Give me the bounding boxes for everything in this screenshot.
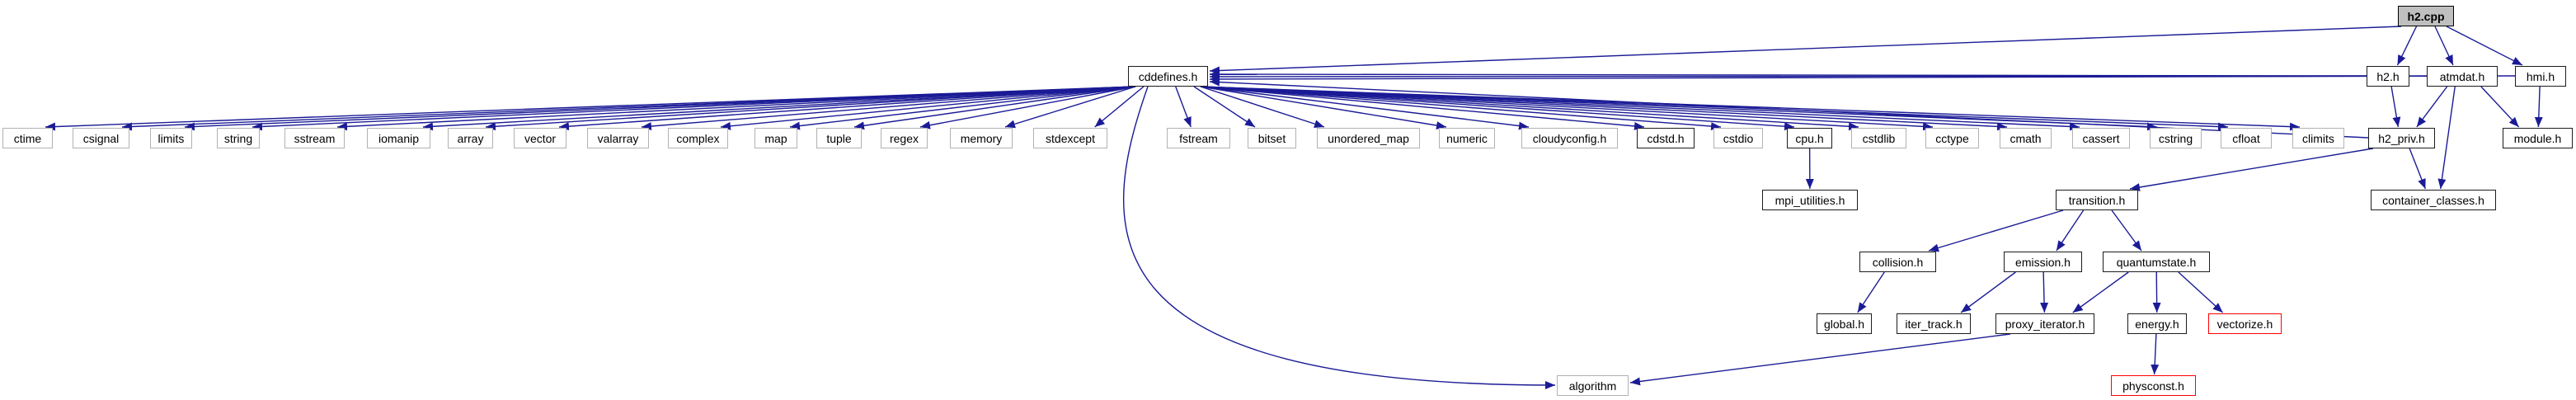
node-cdstd-h[interactable]: cdstd.h bbox=[1637, 128, 1695, 148]
node-emission-h[interactable]: emission.h bbox=[2004, 252, 2082, 272]
node-module-h[interactable]: module.h bbox=[2503, 128, 2573, 148]
node-cfloat[interactable]: cfloat bbox=[2221, 128, 2272, 148]
node-regex[interactable]: regex bbox=[881, 128, 928, 148]
node-csignal[interactable]: csignal bbox=[73, 128, 129, 148]
node-vector[interactable]: vector bbox=[514, 128, 566, 148]
node-sstream[interactable]: sstream bbox=[284, 128, 345, 148]
node-string[interactable]: string bbox=[217, 128, 260, 148]
node-mpi-utilities-h[interactable]: mpi_utilities.h bbox=[1762, 190, 1858, 210]
node-fstream[interactable]: fstream bbox=[1167, 128, 1230, 148]
node-cctype[interactable]: cctype bbox=[1925, 128, 1979, 148]
node-transition-h[interactable]: transition.h bbox=[2056, 190, 2138, 210]
node-numeric[interactable]: numeric bbox=[1439, 128, 1495, 148]
node-iter-track-h[interactable]: iter_track.h bbox=[1897, 313, 1971, 334]
node-global-h[interactable]: global.h bbox=[1817, 313, 1872, 334]
node-unordered-map[interactable]: unordered_map bbox=[1317, 128, 1420, 148]
node-bitset[interactable]: bitset bbox=[1248, 128, 1296, 148]
node-cstdlib[interactable]: cstdlib bbox=[1851, 128, 1906, 148]
node-array[interactable]: array bbox=[448, 128, 493, 148]
node-h2-priv-h[interactable]: h2_priv.h bbox=[2368, 128, 2435, 148]
node-cassert[interactable]: cassert bbox=[2072, 128, 2130, 148]
node-cloudyconfig-h[interactable]: cloudyconfig.h bbox=[1521, 128, 1618, 148]
node-physconst-h[interactable]: physconst.h bbox=[2111, 375, 2196, 396]
node-map[interactable]: map bbox=[754, 128, 797, 148]
node-collision-h[interactable]: collision.h bbox=[1859, 252, 1936, 272]
node-hmi-h[interactable]: hmi.h bbox=[2515, 66, 2566, 87]
node-algorithm[interactable]: algorithm bbox=[1557, 375, 1629, 396]
node-energy-h[interactable]: energy.h bbox=[2127, 313, 2187, 334]
node-ctime[interactable]: ctime bbox=[2, 128, 53, 148]
node-climits[interactable]: climits bbox=[2292, 128, 2344, 148]
node-cmath[interactable]: cmath bbox=[2000, 128, 2052, 148]
node-quantumstate-h[interactable]: quantumstate.h bbox=[2103, 252, 2210, 272]
node-proxy-iterator-h[interactable]: proxy_iterator.h bbox=[1995, 313, 2094, 334]
node-h2-h[interactable]: h2.h bbox=[2367, 66, 2409, 87]
node-valarray[interactable]: valarray bbox=[587, 128, 649, 148]
node-tuple[interactable]: tuple bbox=[816, 128, 862, 148]
node-limits[interactable]: limits bbox=[150, 128, 192, 148]
node-memory[interactable]: memory bbox=[950, 128, 1013, 148]
node-stdexcept[interactable]: stdexcept bbox=[1033, 128, 1107, 148]
node-iomanip[interactable]: iomanip bbox=[367, 128, 430, 148]
node-container-classes-h[interactable]: container_classes.h bbox=[2371, 190, 2496, 210]
node-cddefines-h[interactable]: cddefines.h bbox=[1128, 66, 1208, 87]
node-h2-cpp[interactable]: h2.cpp bbox=[2398, 6, 2454, 26]
node-cpu-h[interactable]: cpu.h bbox=[1787, 128, 1832, 148]
node-cstdio[interactable]: cstdio bbox=[1713, 128, 1763, 148]
node-vectorize-h[interactable]: vectorize.h bbox=[2208, 313, 2282, 334]
node-atmdat-h[interactable]: atmdat.h bbox=[2427, 66, 2498, 87]
node-cstring[interactable]: cstring bbox=[2150, 128, 2202, 148]
node-complex[interactable]: complex bbox=[668, 128, 728, 148]
